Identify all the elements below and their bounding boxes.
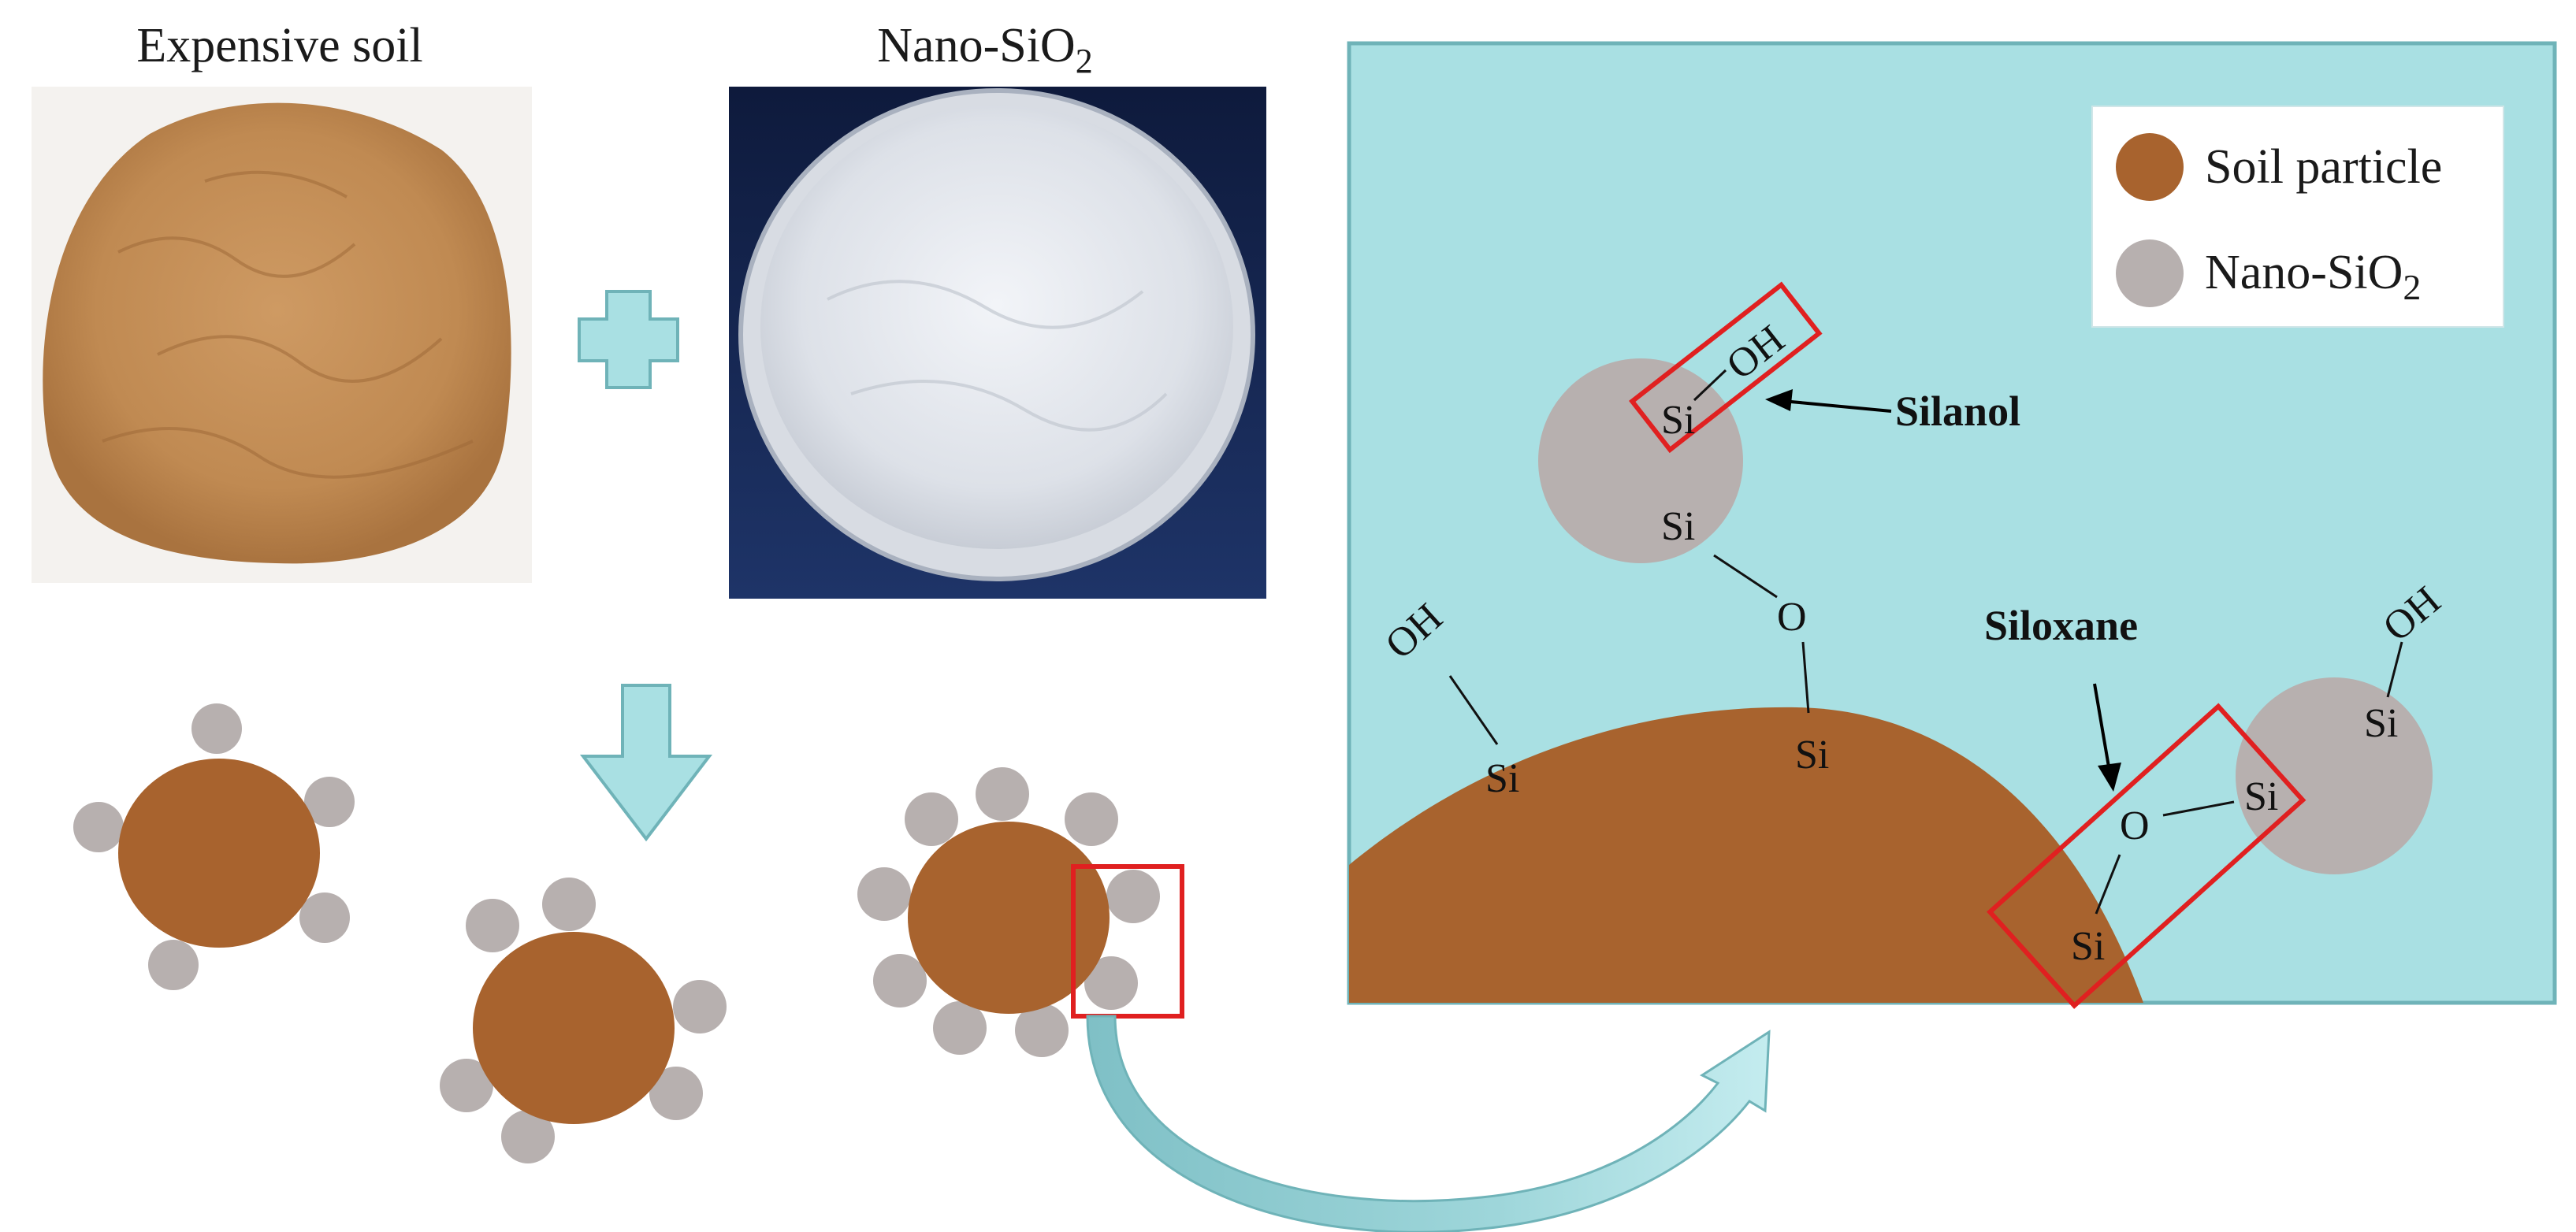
cluster-mixing xyxy=(440,878,727,1163)
nano-sio2-photo xyxy=(729,87,1266,599)
legend-soil-swatch xyxy=(2116,133,2184,201)
soil-photo xyxy=(32,87,532,583)
legend: Soil particle Nano-SiO2 xyxy=(2091,106,2504,328)
si-siloxane-soil: Si xyxy=(2071,924,2105,969)
silanol-arrow-icon xyxy=(1765,389,1793,411)
curved-arrow-icon xyxy=(1086,1015,1771,1232)
cluster-dispersed xyxy=(73,703,355,990)
o-bridge: O xyxy=(1777,595,1807,640)
legend-nano-label: Nano-SiO2 xyxy=(2205,246,2421,307)
si-bridge-top: Si xyxy=(1661,504,1695,549)
plus-icon xyxy=(578,290,679,389)
label-siloxane: Siloxane xyxy=(1984,602,2138,649)
title-expensive-soil: Expensive soil xyxy=(136,19,422,72)
siloxane-arrow-icon xyxy=(2098,763,2121,792)
mechanism-panel: Soil particle Nano-SiO2 Si OH Silanol Si… xyxy=(1347,41,2557,1009)
label-silanol: Silanol xyxy=(1895,388,2020,435)
si-siloxane-nano: Si xyxy=(2244,774,2278,819)
si-nano-right: Si xyxy=(2364,701,2398,746)
soil-particle-surface xyxy=(1349,707,2143,1003)
o-siloxane: O xyxy=(2120,803,2150,848)
legend-nano-swatch xyxy=(2116,239,2184,307)
legend-soil-label: Soil particle xyxy=(2205,140,2442,194)
nano-particle-right xyxy=(2236,677,2433,874)
silanol-highlight-box xyxy=(1629,281,1823,454)
siloxane-group: Si O Si xyxy=(1987,703,2307,1009)
zoom-highlight-box xyxy=(1071,864,1184,1019)
down-arrow-icon xyxy=(579,684,713,842)
si-silanol: Si xyxy=(1661,398,1695,443)
nano-particle-top xyxy=(1538,358,1743,563)
cluster-coated xyxy=(857,767,1184,1057)
title-nano-sio2: Nano-SiO2 xyxy=(877,19,1092,80)
siloxane-highlight-box xyxy=(1987,703,2307,1009)
si-soil-left: Si xyxy=(1485,756,1519,801)
si-bridge-bottom: Si xyxy=(1795,733,1829,777)
